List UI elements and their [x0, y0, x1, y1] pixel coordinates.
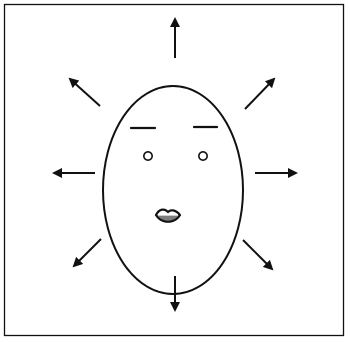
arrow-up-left [70, 79, 100, 106]
right-eye [199, 152, 207, 160]
lower-lip [156, 215, 180, 222]
face-outline [103, 86, 243, 294]
face [103, 86, 243, 294]
left-eye [144, 152, 152, 160]
lips [156, 210, 180, 222]
arrow-up-right [245, 79, 274, 109]
radiating-arrows [54, 19, 296, 310]
arrow-down-left [74, 239, 101, 266]
arrow-down-right [243, 240, 272, 269]
upper-lip [156, 210, 180, 215]
